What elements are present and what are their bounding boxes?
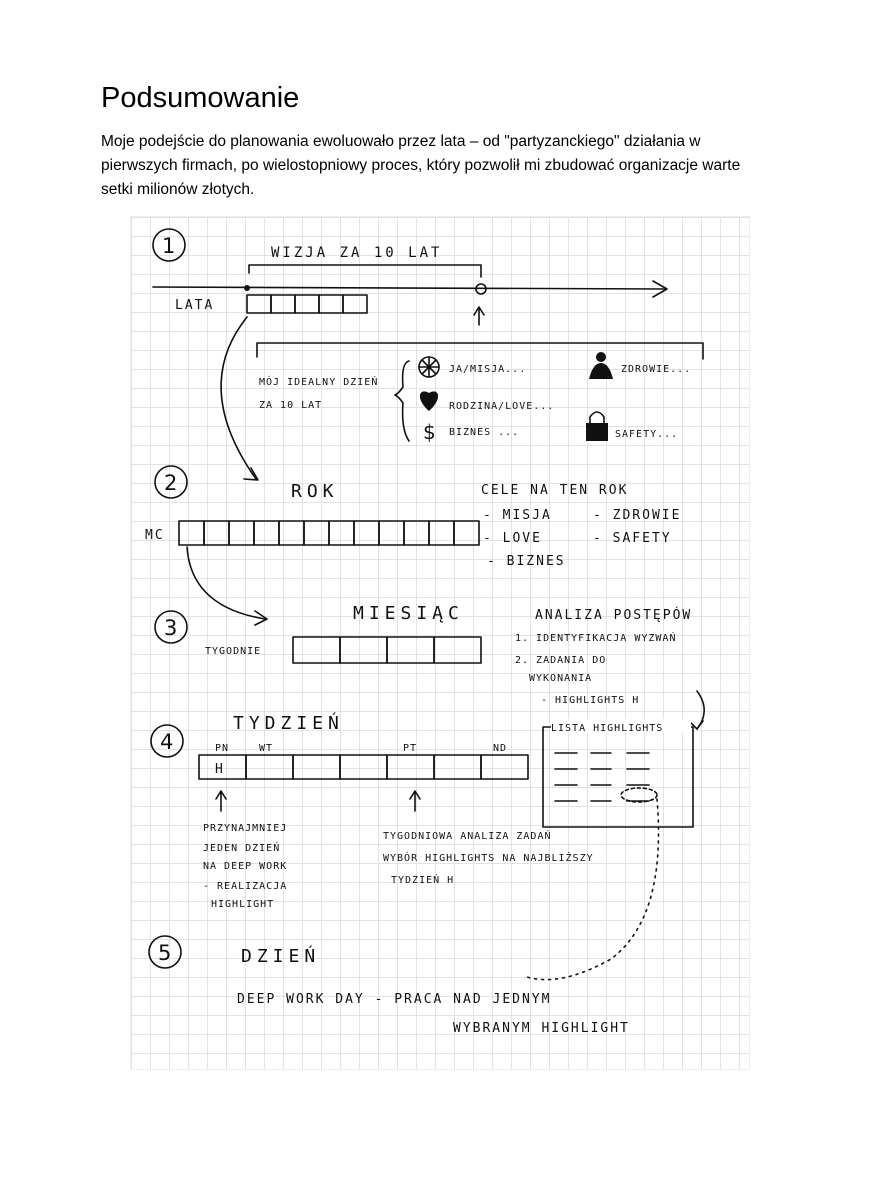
goals-title: CELE NA TEN ROK — [481, 483, 628, 498]
goal-safety: - SAFETY — [593, 531, 672, 546]
note-left-4: - REALIZACJA — [203, 881, 287, 892]
note-left-2: JEDEN DZIEŃ — [203, 841, 280, 854]
section-2-number: 2 — [164, 471, 177, 495]
analysis-item-2b: WYKONANIA — [529, 673, 592, 684]
vision-label: WIZJA ZA 10 LAT — [271, 245, 442, 261]
area-mission: JA/MISJA... — [449, 364, 526, 375]
ideal-day-line1: MÓJ IDEALNY DZIEŃ — [259, 375, 378, 388]
timeline-line — [152, 286, 667, 290]
timeline-arrowhead — [652, 280, 668, 298]
friday-up-arrow — [409, 790, 421, 812]
target-up-arrow — [473, 306, 485, 326]
deep-work-line2: WYBRANYM HIGHLIGHT — [453, 1021, 630, 1036]
lock-icon — [586, 411, 608, 441]
page-title: Podsumowanie — [101, 82, 300, 114]
analysis-item-1: 1. IDENTYFIKACJA WYZWAŃ — [515, 631, 676, 644]
planning-sketch: 1 WIZJA ZA 10 LAT LATA MÓJ IDEALNY DZIEŃ… — [130, 216, 750, 1070]
day-nd: ND — [493, 743, 507, 754]
weeks-boxes — [292, 636, 482, 664]
section-3-number: 3 — [164, 616, 177, 640]
goal-mission: - MISJA — [483, 508, 552, 523]
months-boxes — [178, 520, 480, 546]
timeline-target-circle — [475, 283, 487, 295]
compass-icon — [418, 356, 440, 378]
ideal-day-bracket — [256, 342, 704, 360]
highlights-list-title: LISTA HIGHLIGHTS — [551, 723, 663, 734]
highlights-list-title-bg — [551, 719, 691, 733]
section-2-circle — [154, 465, 188, 499]
note-left-5: HIGHLIGHT — [211, 899, 274, 910]
monday-h-marker: H — [215, 762, 225, 777]
note-left-1: PRZYNAJMNIEJ — [203, 823, 287, 834]
section-1-circle — [152, 228, 186, 262]
analysis-item-2: 2. ZADANIA DO — [515, 655, 606, 666]
goal-health: - ZDROWIE — [593, 508, 681, 523]
analysis-item-3: - HIGHLIGHTS H — [541, 695, 639, 706]
area-health: ZDROWIE... — [621, 364, 691, 375]
arrow-to-month — [186, 546, 266, 620]
heart-icon — [419, 391, 439, 411]
note-right-1: TYGODNIOWA ANALIZA ZADAŃ — [383, 829, 552, 842]
ideal-day-line2: ZA 10 LAT — [259, 400, 322, 411]
analysis-title: ANALIZA POSTĘPÓW — [535, 607, 692, 623]
dollar-icon: $ — [423, 420, 436, 444]
highlight-selection — [620, 787, 658, 803]
deep-work-line1: DEEP WORK DAY - PRACA NAD JEDNYM — [237, 992, 551, 1007]
section-4-number: 4 — [160, 730, 173, 754]
day-pn: PN — [215, 743, 229, 754]
arrow-to-month-head — [254, 610, 268, 626]
days-boxes — [198, 754, 529, 780]
month-heading: MIESIĄC — [353, 603, 464, 624]
section-3-circle — [154, 610, 188, 644]
weeks-label: TYGODNIE — [205, 646, 261, 657]
highlights-list-box — [542, 726, 694, 828]
year-heading: ROK — [291, 481, 339, 502]
note-left-3: NA DEEP WORK — [203, 861, 287, 872]
sketch-drawing: 1 WIZJA ZA 10 LAT LATA MÓJ IDEALNY DZIEŃ… — [145, 228, 705, 1036]
section-5-circle — [148, 935, 182, 969]
highlights-list-lines — [554, 752, 650, 802]
years-label: LATA — [175, 298, 214, 313]
arrow-to-year — [220, 316, 257, 480]
years-boxes — [246, 294, 368, 314]
note-right-2: WYBÓR HIGHLIGHTS NA NAJBLIŻSZY — [383, 851, 594, 864]
goal-love: - LOVE — [483, 531, 542, 546]
area-family: RODZINA/LOVE... — [449, 401, 554, 412]
area-safety: SAFETY... — [615, 429, 678, 440]
ideal-day-brace — [394, 360, 410, 442]
week-heading: TYDZIEŃ — [233, 712, 344, 734]
note-right-3: TYDZIEŃ H — [391, 873, 454, 886]
highlight-dotted-link — [526, 798, 660, 981]
intro-paragraph: Moje podejście do planowania ewoluowało … — [101, 133, 741, 198]
section-5-number: 5 — [158, 941, 171, 965]
timeline-start-dot — [244, 285, 250, 291]
area-business: BIZNES ... — [449, 427, 519, 438]
vision-bracket — [248, 264, 482, 278]
meditation-icon — [589, 352, 613, 379]
arrow-to-year-head — [243, 467, 259, 481]
section-4-circle — [150, 724, 184, 758]
day-wt: WT — [259, 743, 273, 754]
goal-business: - BIZNES — [487, 554, 566, 569]
day-pt: PT — [403, 743, 417, 754]
months-label: MC — [145, 528, 165, 543]
monday-up-arrow — [215, 790, 227, 812]
highlights-arrow — [690, 690, 705, 730]
section-1-number: 1 — [162, 234, 175, 258]
day-heading: DZIEŃ — [241, 945, 320, 967]
